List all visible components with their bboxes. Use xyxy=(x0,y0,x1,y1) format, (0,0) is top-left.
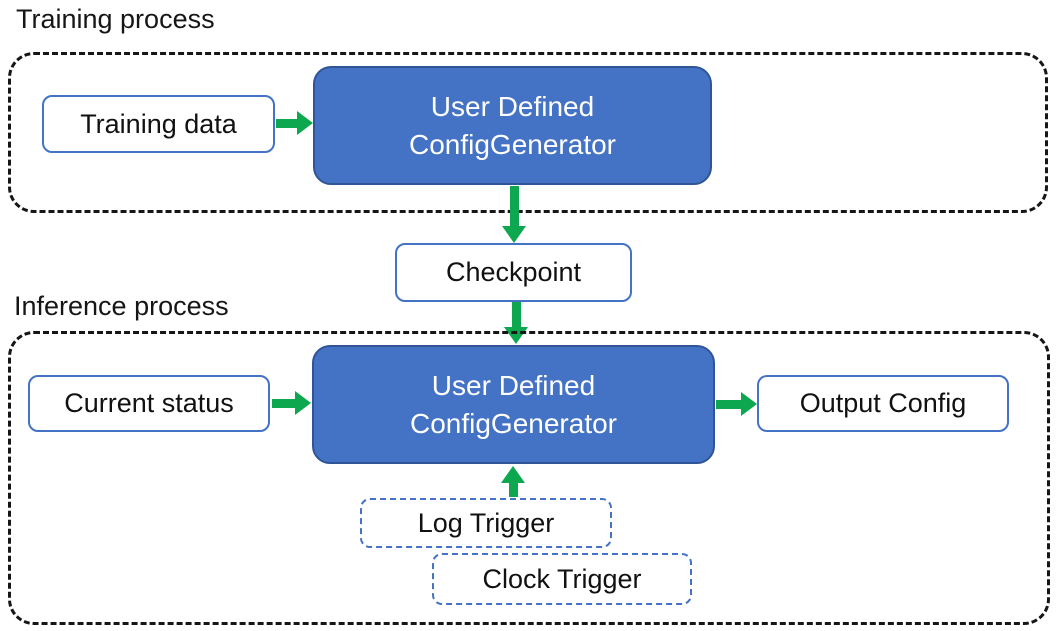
arrow-head-icon xyxy=(297,111,313,135)
arrow-stem xyxy=(276,118,297,128)
output-config-box: Output Config xyxy=(757,375,1009,432)
arrow-head-icon xyxy=(501,466,525,483)
generator-to-output-arrow xyxy=(716,392,757,416)
generator-label-line2: ConfigGenerator xyxy=(409,407,617,439)
inference-process-title: Inference process xyxy=(14,291,229,321)
generator-label-line2: ConfigGenerator xyxy=(408,128,616,160)
arrow-stem xyxy=(511,302,521,327)
clock-trigger-box: Clock Trigger xyxy=(432,553,692,605)
arrow-stem xyxy=(272,398,295,408)
training-process-container xyxy=(8,52,1048,213)
arrow-head-icon xyxy=(502,226,526,243)
checkpoint-box: Checkpoint xyxy=(395,243,632,302)
inference-config-generator-node: User Defined ConfigGenerator xyxy=(312,345,715,464)
inference-process-container xyxy=(8,331,1050,625)
generator-label-line1: User Defined xyxy=(431,369,596,401)
current-status-box: Current status xyxy=(28,375,270,432)
arrow-stem xyxy=(508,483,518,497)
current-status-to-generator-arrow xyxy=(272,391,311,415)
arrow-stem xyxy=(716,399,741,409)
training-process-title: Training process xyxy=(16,4,215,34)
arrow-head-icon xyxy=(295,391,311,415)
training-config-generator-node: User Defined ConfigGenerator xyxy=(313,66,712,185)
arrow-head-icon xyxy=(741,392,757,416)
generator-label-line1: User Defined xyxy=(430,90,595,122)
log-trigger-box: Log Trigger xyxy=(360,498,612,548)
training-data-to-generator-arrow xyxy=(276,111,313,135)
trigger-to-generator-arrow xyxy=(501,466,525,497)
training-data-box: Training data xyxy=(42,95,275,153)
generator-to-checkpoint-arrow xyxy=(502,186,526,243)
arrow-stem xyxy=(509,186,519,226)
